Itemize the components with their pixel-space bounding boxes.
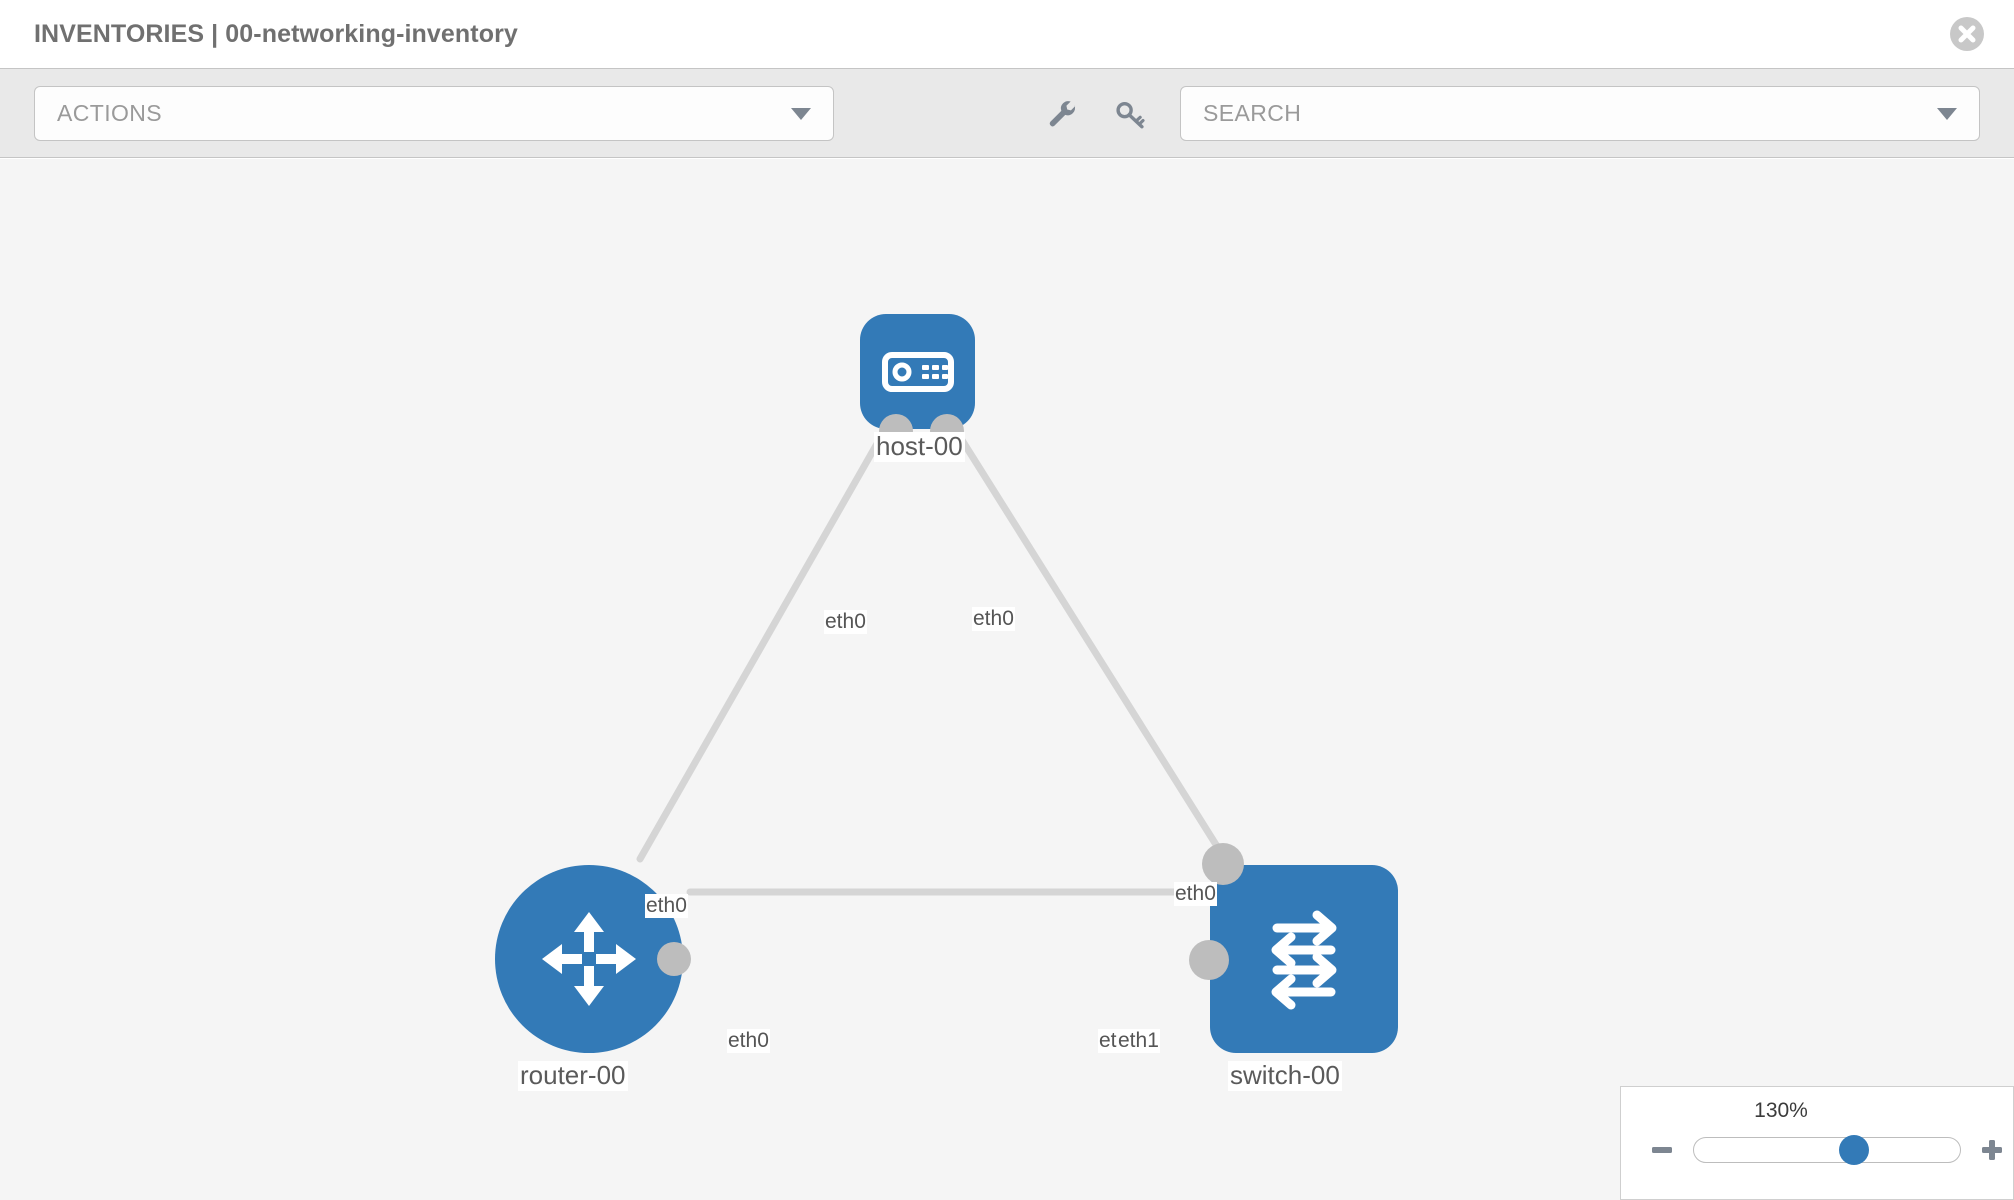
wrench-icon[interactable] (1043, 97, 1083, 133)
chevron-down-icon (791, 107, 811, 120)
zoom-slider-thumb[interactable] (1838, 1135, 1869, 1165)
node-switch-00[interactable]: switch-00 (1189, 843, 1398, 1091)
page-header: INVENTORIES | 00-networking-inventory (0, 0, 2014, 68)
switch-port-left[interactable] (1189, 940, 1229, 980)
minus-icon (1652, 1147, 1672, 1153)
interface-label: eth0 (824, 610, 867, 635)
topology-canvas[interactable]: host-00 router-00 (0, 159, 2014, 1200)
router-port-right[interactable] (657, 942, 691, 976)
node-label-host-00: host-00 (874, 431, 965, 462)
zoom-in-button[interactable] (1975, 1133, 2009, 1167)
plus-icon (1982, 1140, 2002, 1160)
node-label-switch-00: switch-00 (1228, 1060, 1342, 1091)
node-label-router-00: router-00 (518, 1060, 628, 1091)
chevron-down-icon (1937, 107, 1957, 120)
zoom-slider-track[interactable] (1693, 1135, 1961, 1165)
topology-links (636, 417, 1229, 896)
interface-label: eth1 (1117, 1029, 1160, 1054)
zoom-slider-row (1621, 1133, 2014, 1167)
host-node-shape (860, 314, 975, 429)
switch-arrows-icon (1271, 910, 1337, 1010)
link-host-switch (946, 417, 1229, 863)
switch-node-shape (1210, 865, 1398, 1053)
close-icon[interactable] (1950, 17, 1984, 51)
switch-port-top-left[interactable] (1202, 843, 1244, 885)
zoom-control-panel: 130% (1620, 1086, 2014, 1200)
link-host-router (636, 417, 894, 863)
key-icon[interactable] (1110, 97, 1150, 133)
search-input[interactable]: SEARCH (1180, 86, 1980, 141)
server-device-icon (881, 351, 954, 392)
search-placeholder: SEARCH (1203, 100, 1302, 126)
actions-dropdown-label: ACTIONS (57, 100, 163, 126)
actions-dropdown[interactable]: ACTIONS (34, 86, 834, 141)
zoom-level-value: 130% (1754, 1099, 1808, 1122)
node-host-00[interactable]: host-00 (860, 314, 975, 462)
interface-label: eth0 (972, 607, 1015, 632)
zoom-out-button[interactable] (1645, 1133, 1679, 1167)
interface-label: eth0 (727, 1029, 770, 1054)
page-title: INVENTORIES | 00-networking-inventory (34, 19, 518, 48)
toolbar: ACTIONS SEARCH (0, 68, 2014, 158)
router-arrows-icon (542, 912, 636, 1006)
interface-label: eth0 (1174, 882, 1217, 907)
interface-label: eth0 (645, 894, 688, 919)
